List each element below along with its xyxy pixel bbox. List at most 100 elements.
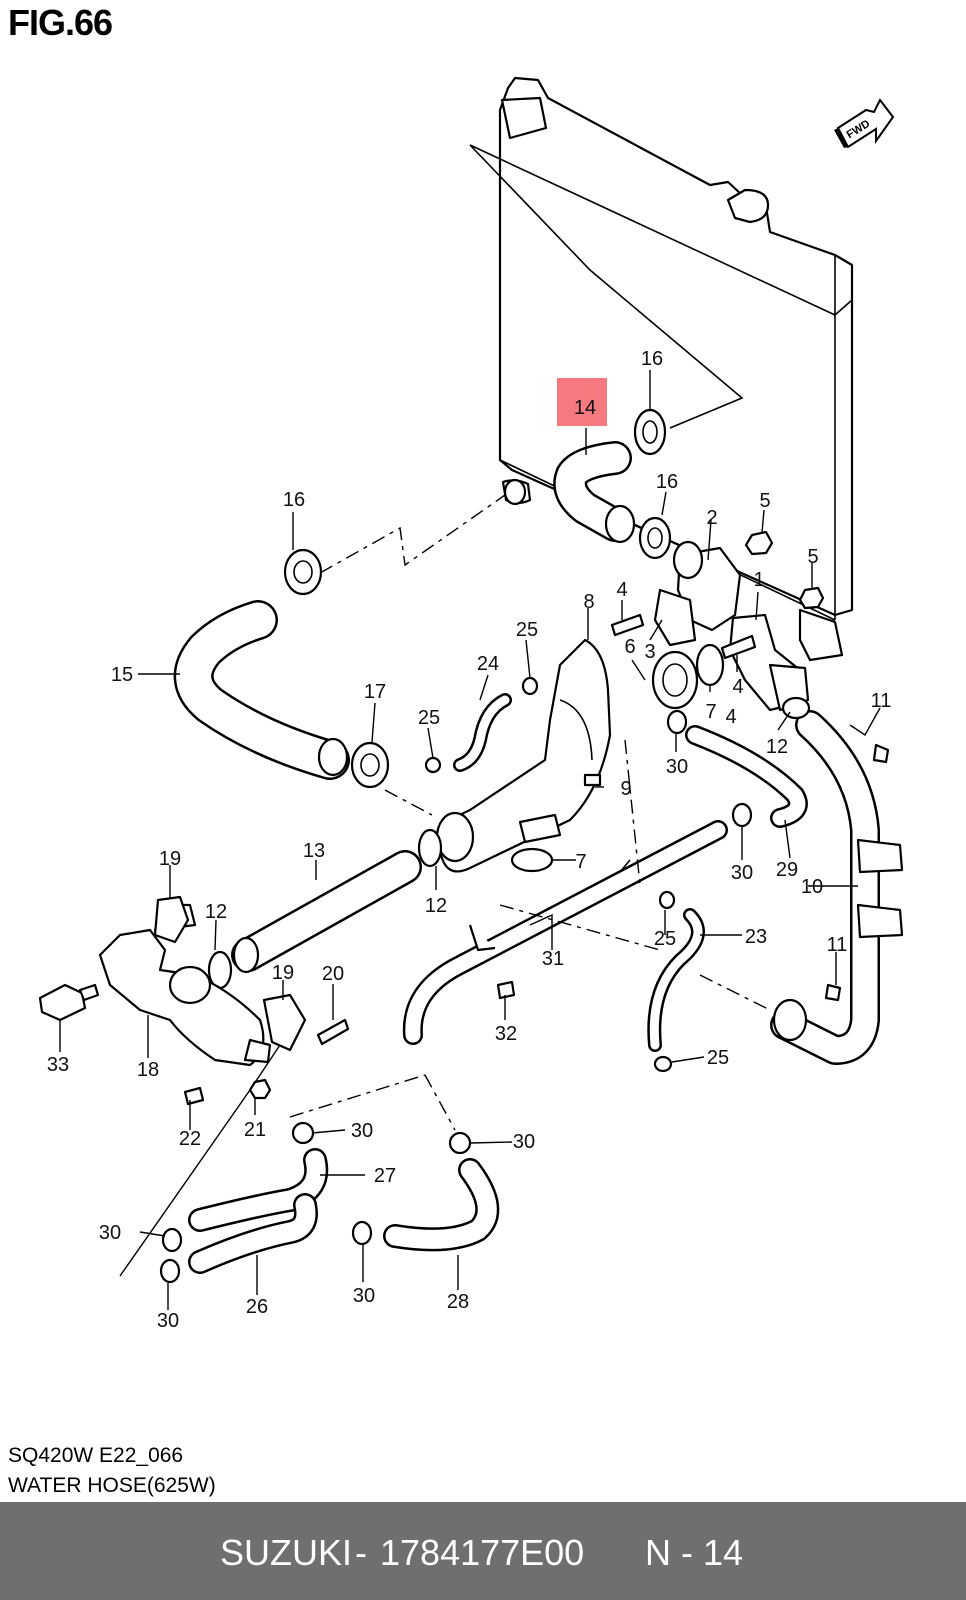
hose-14 [553, 441, 636, 544]
sensor-33 [38, 983, 100, 1022]
callout-25-c: 25 [654, 928, 676, 950]
callout-33: 33 [47, 1054, 69, 1076]
callout-16-b: 16 [656, 471, 678, 493]
callout-7-b: 7 [575, 851, 586, 873]
callout-24: 24 [477, 653, 499, 675]
bolt-22 [183, 1086, 205, 1106]
callout-5-a: 5 [759, 490, 770, 512]
clamp-17 [350, 741, 390, 789]
callout-32: 32 [495, 1023, 517, 1045]
callout-17: 17 [364, 681, 386, 703]
callout-30-c: 30 [351, 1120, 373, 1142]
oring-7-a [695, 643, 725, 687]
callout-25-d: 25 [707, 1047, 729, 1069]
callout-18: 18 [137, 1059, 159, 1081]
clamp-30-e [161, 1227, 183, 1253]
callout-10: 10 [801, 876, 823, 898]
part-reference: N - 14 [645, 1532, 744, 1573]
callout-25-b: 25 [418, 707, 440, 729]
oring-12-a [781, 696, 811, 720]
callout-21: 21 [244, 1119, 266, 1141]
callout-16-a: 16 [641, 348, 663, 370]
clamp-30-b [731, 802, 753, 828]
pipe-31 [402, 820, 728, 1045]
clamp-25-c [658, 890, 676, 910]
stud-20 [316, 1018, 350, 1046]
clamp-30-f [159, 1258, 181, 1284]
callout-6: 6 [624, 636, 635, 658]
callout-12-c: 12 [205, 901, 227, 923]
stud-4-b [720, 634, 757, 660]
pipe-10 [770, 710, 904, 1065]
hose-27 [188, 1148, 329, 1232]
thermostat-6 [651, 650, 699, 710]
diagram-caption: WATER HOSE(625W) [8, 1474, 216, 1497]
nut-21 [248, 1078, 272, 1100]
callout-labels: 16 16 16 14 2 5 5 1 4 8 3 6 7 4 4 25 24 … [47, 348, 892, 1332]
callout-14: 14 [574, 397, 596, 419]
nut-5-a [744, 530, 774, 556]
cover-2 [672, 540, 742, 632]
clamp-30-c [291, 1121, 315, 1145]
brand-separator: - [355, 1532, 367, 1573]
gasket-3 [653, 588, 697, 647]
hose-26 [188, 1193, 318, 1274]
callout-30-f: 30 [157, 1310, 179, 1332]
clamp-16-c [283, 548, 323, 596]
callout-27: 27 [374, 1165, 396, 1187]
callout-5-b: 5 [807, 546, 818, 568]
parts-diagram: FWD [38, 76, 904, 1332]
nut-5-b [798, 586, 825, 610]
callout-7-a: 7 [705, 701, 716, 723]
oring-12-b [417, 828, 443, 868]
brand-name: SUZUKI [220, 1532, 353, 1573]
callout-1: 1 [753, 569, 764, 591]
bolt-9 [583, 773, 602, 787]
callout-13: 13 [303, 840, 325, 862]
callout-30-a: 30 [666, 756, 688, 778]
callout-19-a: 19 [159, 848, 181, 870]
callout-4-a: 4 [616, 579, 627, 601]
part-info-bar: SUZUKI - 1784177E00 N - 14 [0, 1502, 966, 1600]
callout-30-d: 30 [513, 1131, 535, 1153]
fwd-arrow-icon: FWD [834, 98, 895, 149]
callout-12-a: 12 [766, 736, 788, 758]
hose-15 [173, 600, 350, 780]
clamp-16-b [638, 516, 672, 560]
hose-28 [383, 1158, 500, 1252]
hose-24 [453, 693, 512, 772]
callout-3: 3 [644, 641, 655, 663]
callout-8: 8 [583, 591, 594, 613]
callout-30-b: 30 [731, 862, 753, 884]
diagram-code: SQ420W E22_066 [8, 1444, 184, 1467]
oring-7-b [510, 847, 554, 873]
callout-22: 22 [179, 1128, 201, 1150]
gasket-19-b [262, 993, 307, 1052]
callout-29: 29 [776, 859, 798, 881]
clamp-25-a [521, 676, 539, 696]
callout-2: 2 [706, 507, 717, 529]
callout-30-g: 30 [353, 1285, 375, 1307]
callout-26: 26 [246, 1296, 268, 1318]
water-outlet-18 [98, 903, 272, 1067]
hose-29 [685, 725, 808, 828]
callout-16-c: 16 [283, 489, 305, 511]
callout-12-b: 12 [425, 895, 447, 917]
callout-9: 9 [620, 778, 631, 800]
hose-13 [231, 850, 422, 974]
figure-title: FIG.66 [8, 2, 113, 43]
callout-leaders [59, 370, 881, 1310]
clamp-30-a [666, 709, 688, 735]
hose-23 [647, 908, 705, 1052]
clamp-30-g [351, 1220, 373, 1246]
highlight-box [557, 378, 607, 426]
bolt-32 [496, 980, 516, 1000]
part-number: 1784177E00 [380, 1532, 585, 1573]
water-inlet-8 [435, 638, 612, 873]
callout-28: 28 [447, 1291, 469, 1313]
callout-20: 20 [322, 963, 344, 985]
callout-4-b: 4 [732, 676, 743, 698]
callout-25-a: 25 [516, 619, 538, 641]
callout-11-a: 11 [871, 690, 892, 712]
callout-19-b: 19 [272, 962, 294, 984]
